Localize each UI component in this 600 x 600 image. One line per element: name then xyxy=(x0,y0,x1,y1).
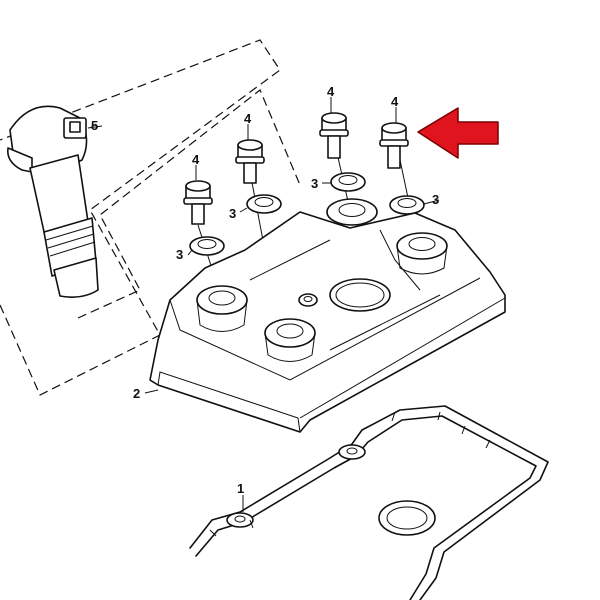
callout-labels: 1 2 3 3 3 3 4 4 4 4 5 xyxy=(91,84,439,496)
highlight-arrow xyxy=(417,107,499,159)
bolt-b xyxy=(235,139,265,184)
callout-bolt-a: 4 xyxy=(192,152,200,167)
callout-gasket: 1 xyxy=(237,481,244,496)
bolt-d xyxy=(379,122,409,169)
washer-c xyxy=(330,172,366,192)
callout-washer-d: 3 xyxy=(432,192,439,207)
valve-cover-gasket xyxy=(189,405,549,600)
washer-b xyxy=(246,194,282,214)
callout-valve-cover: 2 xyxy=(133,386,140,401)
assembly-dashed-outlines xyxy=(0,39,301,396)
callout-washer-a: 3 xyxy=(176,247,183,262)
leader-lines xyxy=(87,97,440,512)
bolt-c xyxy=(319,112,349,159)
callout-washer-b: 3 xyxy=(229,206,236,221)
valve-cover xyxy=(149,198,506,433)
highlight-arrow-shape xyxy=(417,107,499,159)
washer-d xyxy=(389,195,425,215)
callout-ignition-coil: 5 xyxy=(91,118,98,133)
ignition-coil xyxy=(6,105,99,298)
callout-washer-c: 3 xyxy=(311,176,318,191)
bolt-a xyxy=(183,180,213,225)
washer-a xyxy=(189,236,225,256)
callout-bolt-b: 4 xyxy=(244,111,252,126)
callout-bolt-c: 4 xyxy=(327,84,335,99)
callout-bolt-d: 4 xyxy=(391,94,399,109)
